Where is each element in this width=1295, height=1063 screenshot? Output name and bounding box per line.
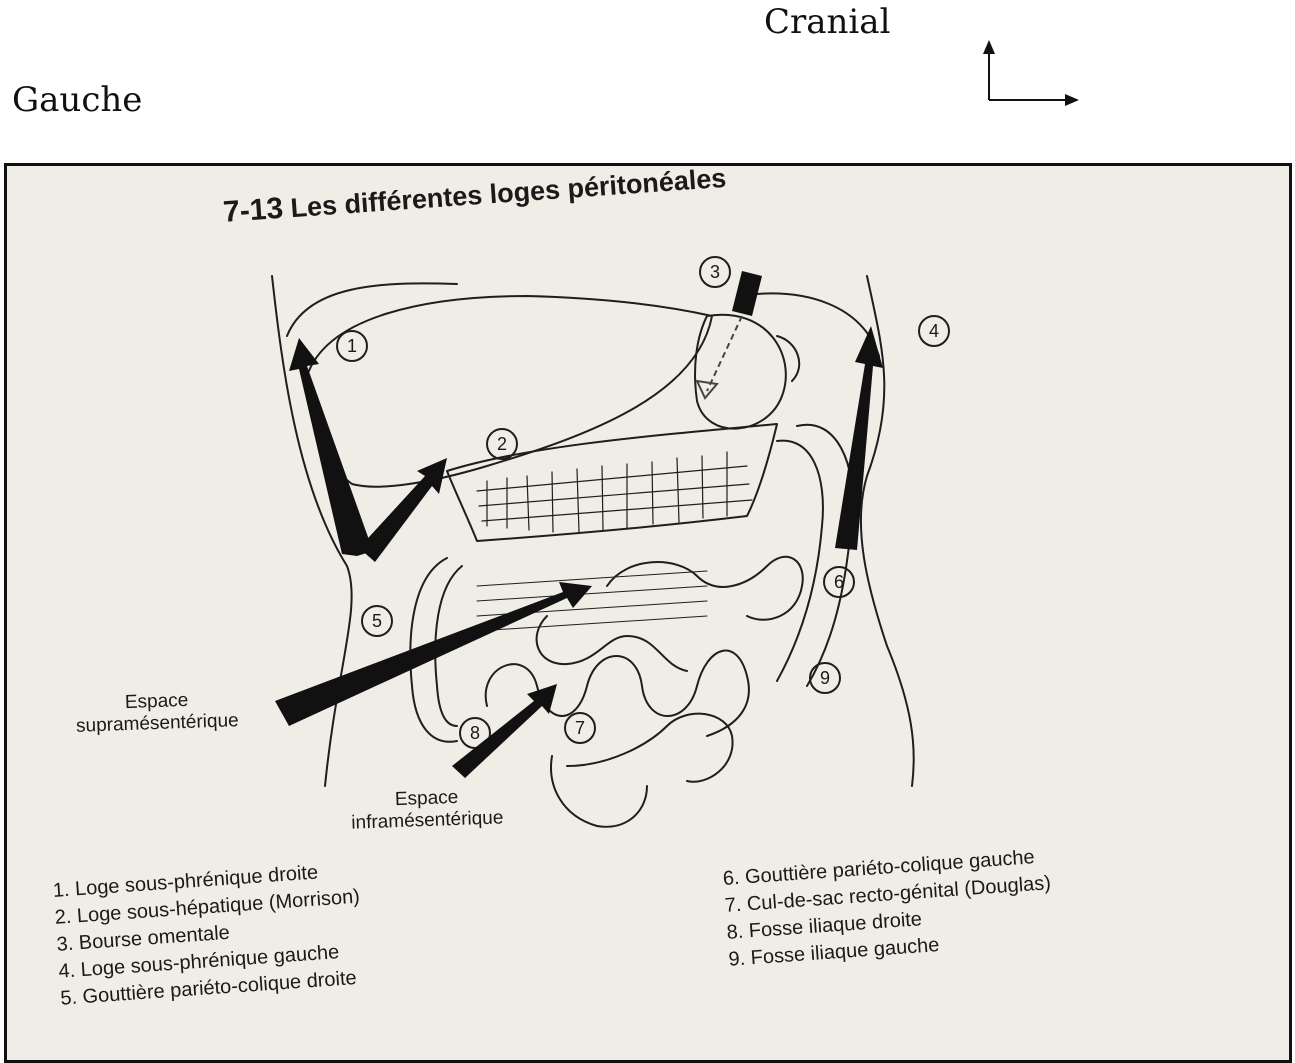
small-bowel [537, 616, 687, 671]
marker-5: 5 [372, 611, 382, 631]
dashed-arrow-omental [707, 316, 742, 391]
orientation-axes-icon [975, 38, 1085, 118]
descending-colon [797, 425, 853, 686]
arrow-subhepatic [359, 458, 447, 562]
arrow-omental [732, 271, 762, 316]
callout-supramesenteric: Espace supramésentérique [36, 687, 277, 739]
marker-1: 1 [347, 336, 357, 356]
small-bowel [607, 557, 803, 620]
descending-colon [777, 441, 823, 681]
pelvic-loop [567, 714, 733, 782]
marker-3: 3 [710, 262, 720, 282]
marker-8: 8 [470, 723, 480, 743]
arrow-right-subphrenic [289, 338, 373, 556]
legend-right: 6. Gouttière pariéto-colique gauche 7. C… [722, 843, 1056, 974]
marker-9: 9 [820, 668, 830, 688]
figure-number: 7-13 [222, 192, 284, 229]
marker-4: 4 [929, 321, 939, 341]
marker-2: 2 [497, 434, 507, 454]
marker-6: 6 [834, 572, 844, 592]
cranial-label: Cranial [764, 2, 890, 42]
arrow-inframesenteric [452, 684, 557, 778]
callout-inframesenteric: Espace inframésentérique [296, 783, 557, 836]
rib-line [287, 283, 457, 336]
legend-left: 1. Loge sous-phrénique droite 2. Loge so… [52, 857, 366, 1013]
marker-7: 7 [575, 718, 585, 738]
left-side-label: Gauche [12, 80, 142, 120]
pelvic-outline [551, 756, 647, 827]
arrow-left-subphrenic [835, 326, 883, 550]
stomach-fold [777, 336, 799, 381]
small-bowel [486, 651, 749, 736]
anatomy-plate: 1 2 3 4 5 6 7 8 9 7-13 Les différentes l… [4, 163, 1292, 1063]
